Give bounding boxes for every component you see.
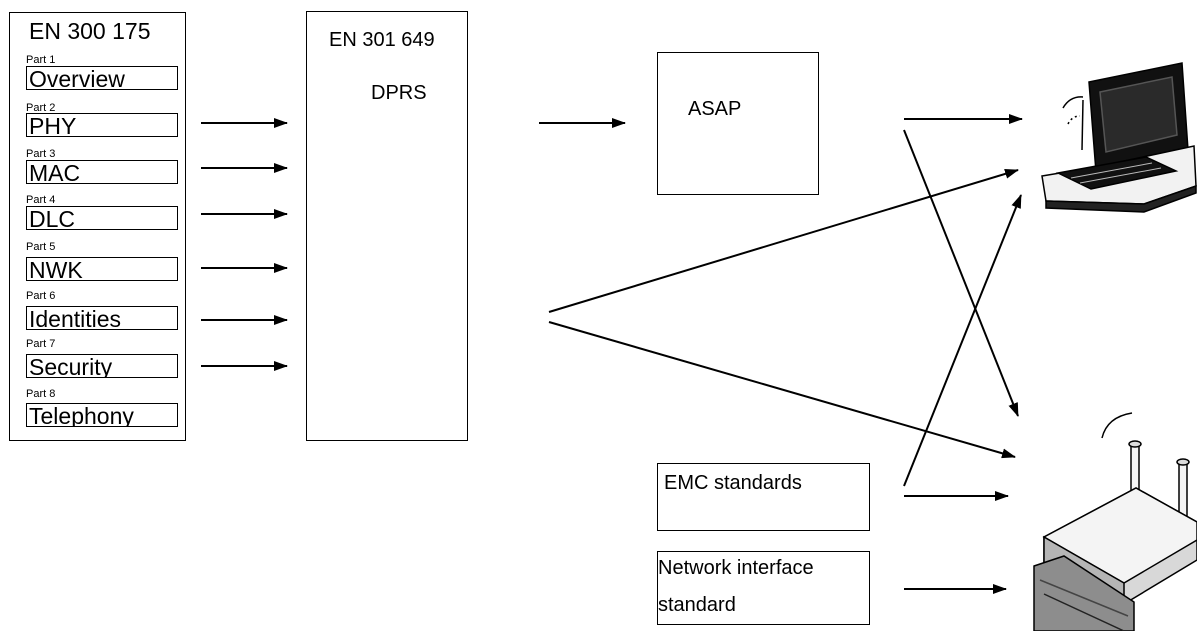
part-name-box: Overview [26,66,178,90]
arrow-asap-to-router [903,129,1019,417]
part-number-label: Part 7 [26,338,56,350]
part-number-label: Part 8 [26,388,56,400]
arrow-emc-to-laptop [903,194,1022,487]
part-number-label: Part 6 [26,290,56,302]
part-number-label: Part 5 [26,241,56,253]
laptop-icon [1041,62,1197,213]
emc-standards-label: EMC standards [664,472,802,494]
part-name-box: Security [26,354,178,378]
part-number-label: Part 2 [26,102,56,114]
network-interface-box [657,551,870,625]
part-name-box: Identities [26,306,178,330]
part-name-box: Telephony [26,403,178,427]
wireless-router-icon [1033,412,1197,631]
dprs-label: DPRS [371,82,427,104]
arrow-dprs-to-laptop [548,168,1019,313]
emc-standards-box [657,463,870,531]
part-name-box: MAC [26,160,178,184]
asap-label: ASAP [688,98,742,120]
network-interface-label-line1: Network interface [658,557,814,579]
asap-box [657,52,819,195]
part-name-box: DLC [26,206,178,230]
part-name-box: NWK [26,257,178,281]
part-number-label: Part 4 [26,194,56,206]
network-interface-label-line2: standard [658,594,736,616]
en300175-box [9,12,186,441]
en301649-title: EN 301 649 [329,29,435,51]
part-name-box: PHY [26,113,178,137]
arrow-dprs-to-router [548,321,1016,459]
part-number-label: Part 1 [26,54,56,66]
part-number-label: Part 3 [26,148,56,160]
en300175-title: EN 300 175 [29,18,151,44]
en301649-box [306,11,468,441]
